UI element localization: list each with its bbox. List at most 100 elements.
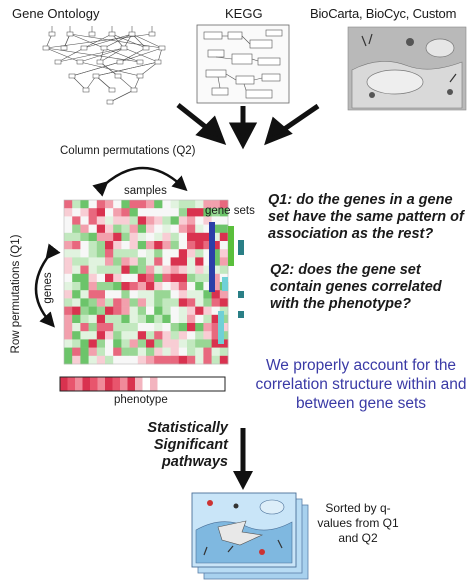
go-edge: [45, 47, 141, 63]
heatmap-cell: [195, 298, 204, 307]
go-edge: [57, 47, 85, 63]
heatmap-cell: [203, 314, 212, 324]
heatmap-cell: [129, 265, 139, 275]
heatmap-cell: [195, 241, 204, 250]
heatmap-cell: [105, 339, 114, 348]
go-edge: [63, 33, 71, 49]
heatmap-cell: [113, 216, 122, 225]
heatmap-cell: [121, 273, 130, 283]
heatmap-cell: [88, 306, 98, 316]
go-edge: [99, 47, 125, 63]
heatmap-cell: [211, 347, 221, 357]
heatmap-cell: [72, 257, 81, 266]
heatmap-cell: [129, 200, 139, 209]
heatmap-cell: [105, 216, 114, 225]
phenotype-segment: [127, 377, 136, 391]
heatmap-cell: [154, 339, 163, 348]
heatmap-cell: [129, 314, 139, 324]
heatmap-cell: [129, 355, 139, 365]
heatmap-cell: [121, 249, 130, 258]
heatmap-cell: [178, 331, 188, 340]
heatmap-cell: [72, 298, 81, 307]
heatmap-cell: [195, 282, 204, 291]
kegg-edge: [251, 58, 259, 62]
heatmap-cell: [96, 331, 106, 340]
go-node: [120, 45, 128, 51]
row-permutations-label: Row permutations (Q1): [10, 234, 22, 354]
go-edge: [45, 47, 81, 63]
heatmap-cell: [72, 232, 81, 242]
heatmap-cell: [137, 208, 147, 217]
heatmap-cell: [129, 241, 139, 250]
heatmap-cell: [121, 298, 130, 307]
heatmap-cell: [105, 224, 114, 234]
heatmap-cell: [170, 282, 180, 291]
heatmap-cell: [129, 339, 139, 348]
heatmap-cell: [203, 249, 212, 258]
kegg-edge: [215, 56, 233, 60]
heatmap-cell: [105, 306, 114, 316]
go-node: [80, 45, 88, 51]
gene-sets-label: gene sets: [205, 205, 255, 217]
heatmap-cell: [154, 306, 163, 316]
heatmap-cell: [195, 347, 204, 357]
go-node: [154, 59, 162, 65]
go-edge: [79, 61, 141, 77]
heatmap-cell: [195, 216, 204, 225]
heatmap-cell: [64, 306, 73, 316]
heatmap-cell: [80, 290, 89, 299]
phenotype-segment: [60, 377, 68, 391]
heatmap-cell: [219, 339, 229, 348]
heatmap-cell: [162, 314, 171, 324]
heatmap-cell: [64, 265, 73, 275]
heatmap-cell: [211, 200, 221, 209]
phenotype-segment: [135, 377, 143, 391]
heatmap-cell: [129, 232, 139, 242]
heatmap-cell: [203, 282, 212, 291]
heatmap-cell: [113, 200, 122, 209]
heatmap-cell: [96, 257, 106, 266]
heatmap-cell: [154, 314, 163, 324]
heatmap-cell: [129, 290, 139, 299]
heatmap-cell: [146, 249, 155, 258]
heatmap-cell: [211, 241, 221, 250]
heatmap-cell: [195, 232, 204, 242]
heatmap-cell: [105, 257, 114, 266]
go-edge: [123, 47, 159, 63]
gene-ontology-label: Gene Ontology: [12, 6, 100, 21]
heatmap-cell: [195, 200, 204, 209]
heatmap-cell: [146, 200, 155, 209]
phenotype-segment: [180, 377, 188, 391]
heatmap-cell: [129, 208, 139, 217]
heatmap-cell: [211, 314, 221, 324]
heatmap-cell: [64, 323, 73, 332]
heatmap-cell: [113, 306, 122, 316]
heatmap-cell: [203, 232, 212, 242]
heatmap-cell: [88, 241, 98, 250]
heatmap-cell: [88, 339, 98, 348]
heatmap-cell: [113, 290, 122, 299]
biocarta-thumbnail: [347, 26, 467, 111]
heatmap-cell: [162, 339, 171, 348]
heatmap-cell: [88, 216, 98, 225]
heatmap-cell: [195, 314, 204, 324]
heatmap-cell: [146, 265, 155, 275]
kegg-edge: [243, 83, 247, 91]
heatmap-cell: [178, 249, 188, 258]
go-node: [76, 59, 84, 65]
heatmap-cell: [129, 282, 139, 291]
heatmap-cell: [154, 265, 163, 275]
heatmap-cell: [105, 314, 114, 324]
heatmap-cell: [178, 257, 188, 266]
go-node: [158, 45, 166, 51]
phenotype-segment: [67, 377, 76, 391]
heatmap-cell: [203, 298, 212, 307]
heatmap-cell: [72, 306, 81, 316]
phenotype-segment: [210, 377, 218, 391]
heatmap-cell: [80, 323, 89, 332]
go-edge: [83, 33, 113, 49]
heatmap-cell: [129, 249, 139, 258]
phenotype-segment: [202, 377, 211, 391]
column-permutation-arrow: [92, 166, 188, 197]
heatmap-cell: [219, 306, 229, 316]
